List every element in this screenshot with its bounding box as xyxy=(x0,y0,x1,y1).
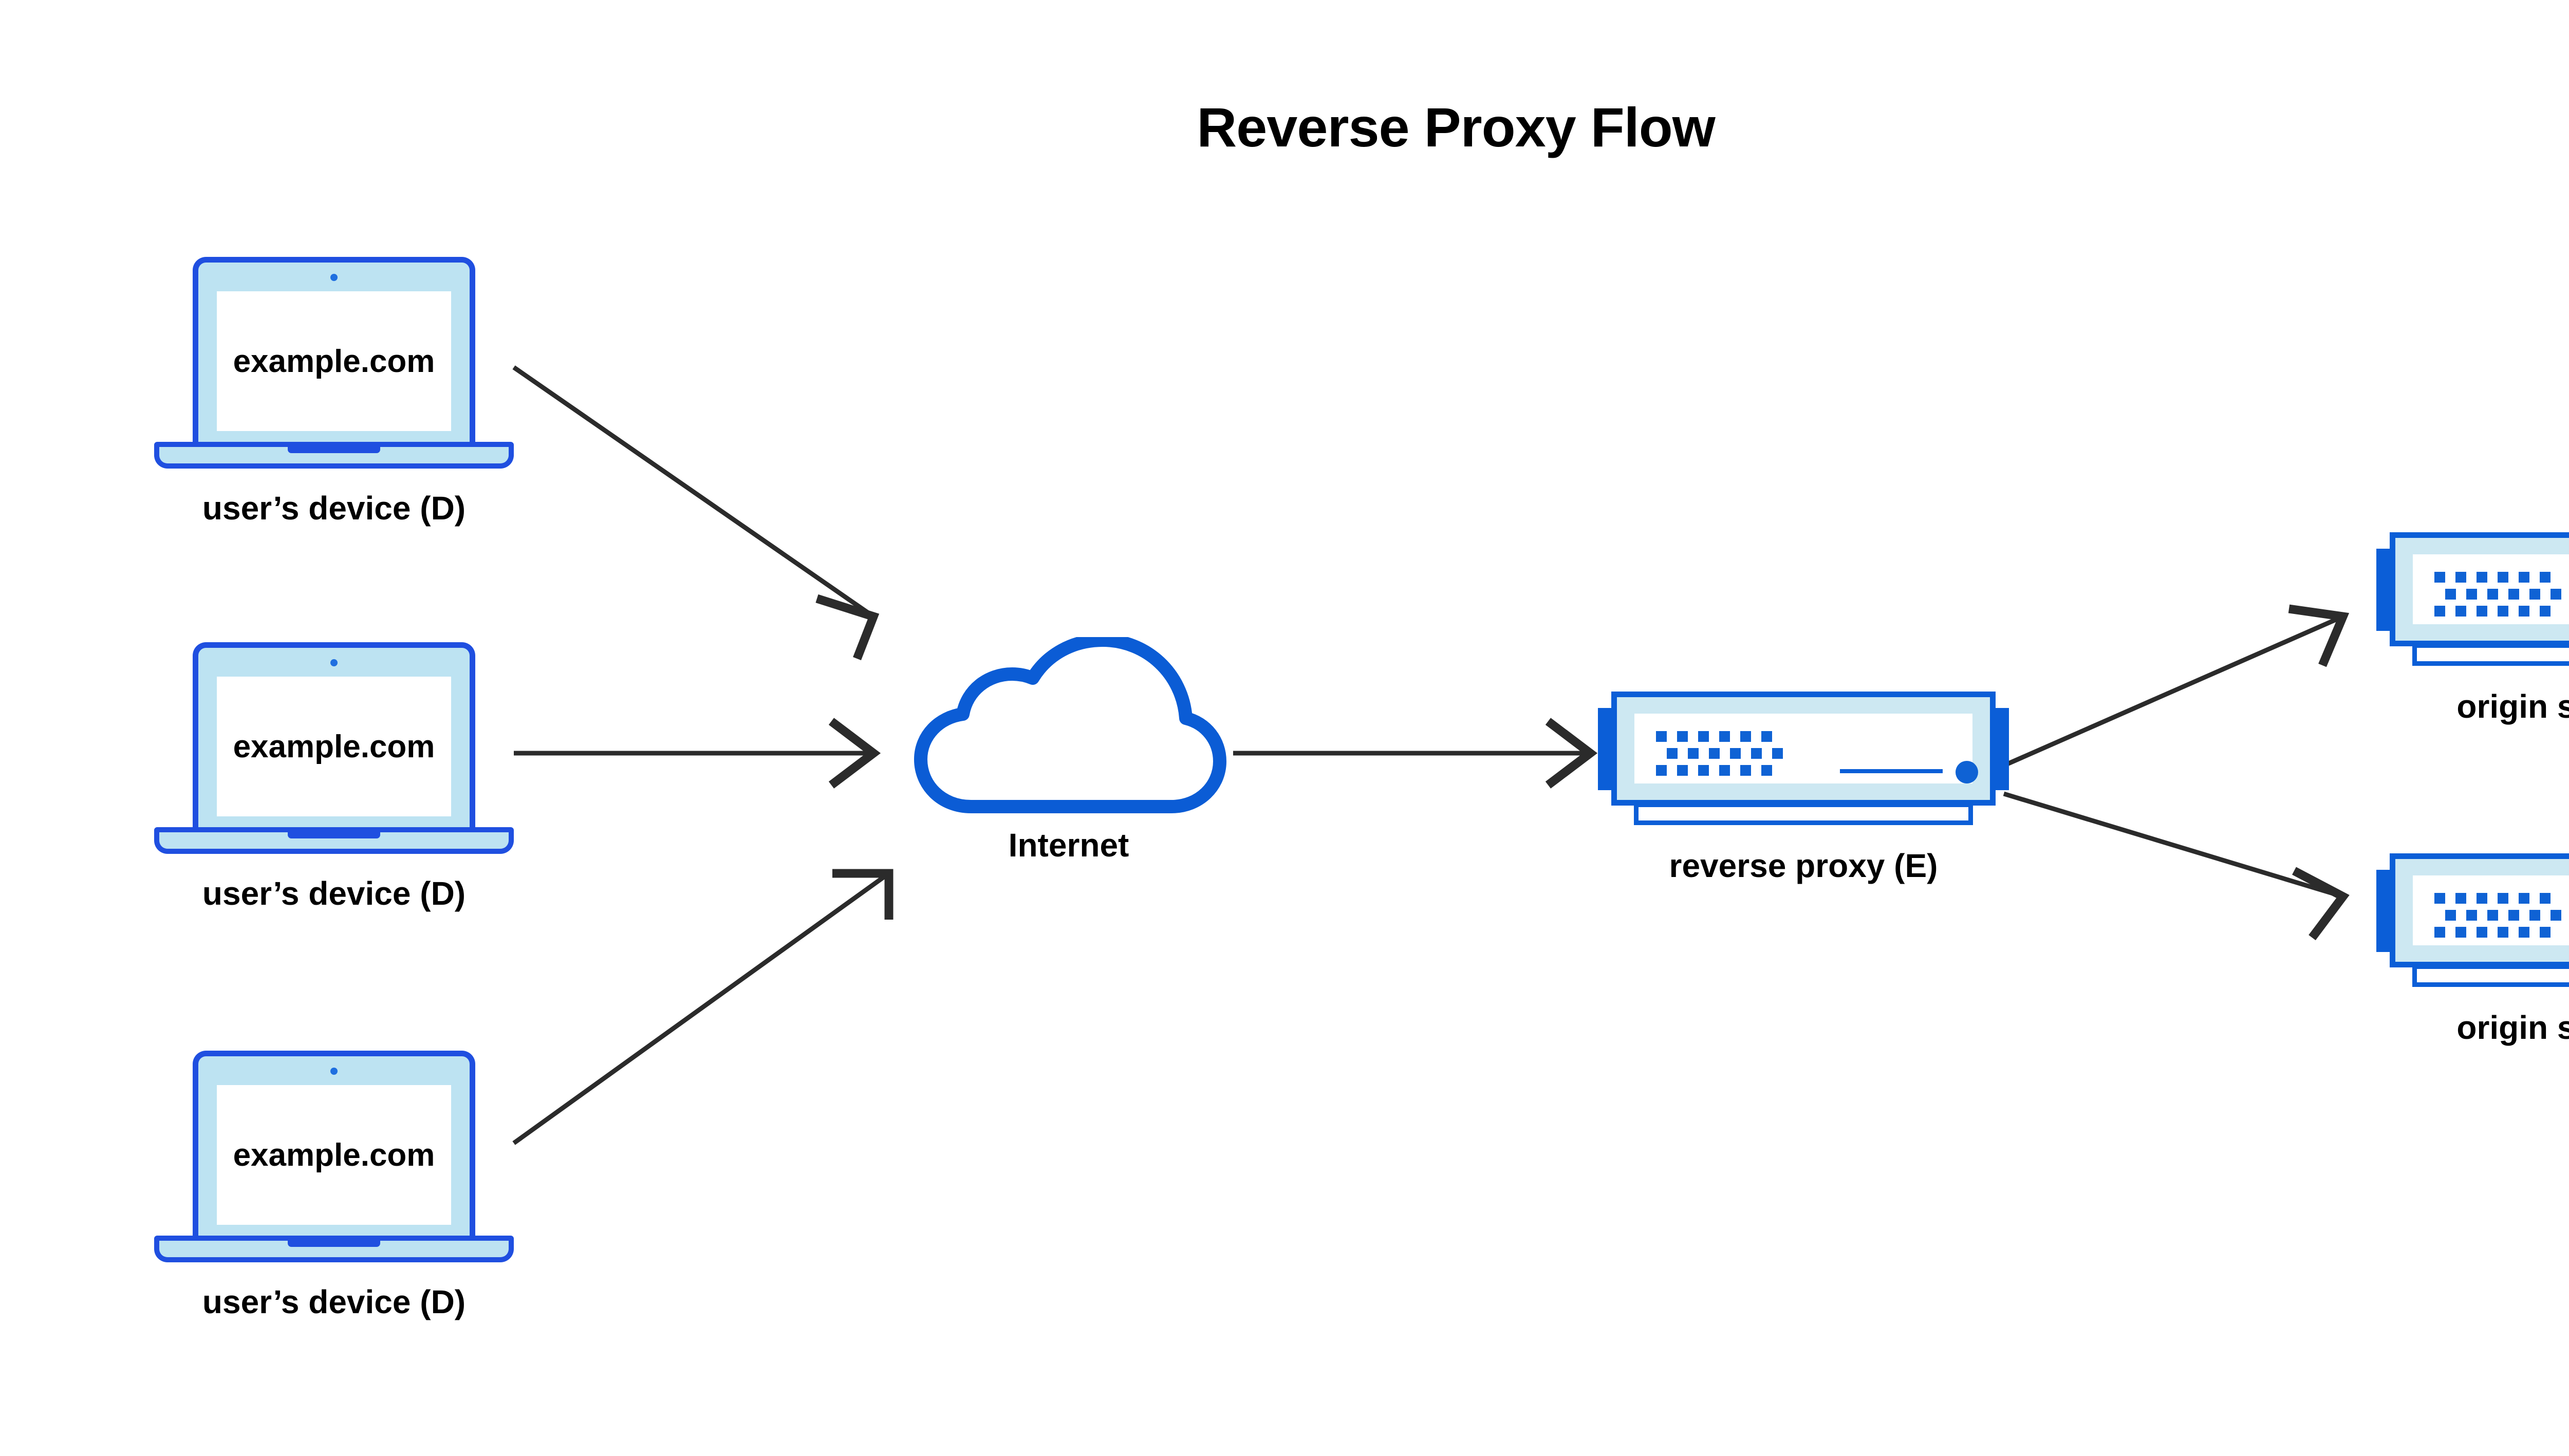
page-title: Reverse Proxy Flow xyxy=(1197,96,1715,158)
arrow-client2-internet xyxy=(514,718,881,789)
screen-url-text: example.com xyxy=(233,729,435,764)
server-wire xyxy=(1840,769,1943,773)
camera-icon xyxy=(330,1068,338,1075)
node-label-origin-server-2: origin server (F) xyxy=(2456,1009,2569,1046)
node-label-reverse-proxy: reverse proxy (E) xyxy=(1669,847,1938,884)
laptop-screen: example.com xyxy=(217,1085,451,1225)
node-user-device-2[interactable]: example.com user’s device (D) xyxy=(154,642,514,912)
arrow-proxy-origin2 xyxy=(2003,791,2350,941)
server-vent-grid xyxy=(2434,572,2561,623)
node-reverse-proxy[interactable]: reverse proxy (E) xyxy=(1598,683,2009,884)
node-label-user-device-1: user’s device (D) xyxy=(202,490,466,527)
arrow-client3-internet xyxy=(512,869,893,1145)
cloud-icon xyxy=(914,633,1226,813)
camera-icon xyxy=(330,274,338,281)
server-vent-grid xyxy=(1656,731,1783,782)
laptop-screen: example.com xyxy=(217,677,451,816)
laptop-screen: example.com xyxy=(217,291,451,431)
trackpad xyxy=(288,831,380,838)
node-origin-server-2[interactable]: origin server (F) xyxy=(2376,845,2569,1046)
laptop-base xyxy=(154,827,514,854)
node-user-device-3[interactable]: example.com user’s device (D) xyxy=(154,1051,514,1320)
server-foot xyxy=(1634,802,1973,825)
server-shell xyxy=(1611,692,1996,806)
server-foot xyxy=(2412,643,2569,666)
laptop-lid: example.com xyxy=(193,1051,475,1242)
server-vent-grid xyxy=(2434,893,2561,944)
arrow-proxy-origin1 xyxy=(2003,604,2350,768)
screen-url-text: example.com xyxy=(233,343,435,379)
laptop-lid: example.com xyxy=(193,642,475,833)
node-label-origin-server-1: origin server (F) xyxy=(2456,688,2569,725)
node-user-device-1[interactable]: example.com user’s device (D) xyxy=(154,257,514,527)
laptop-base xyxy=(154,442,514,469)
server-shell xyxy=(2390,532,2569,646)
screen-url-text: example.com xyxy=(233,1137,435,1173)
node-origin-server-1[interactable]: origin server (F) xyxy=(2376,524,2569,725)
laptop-base xyxy=(154,1236,514,1262)
trackpad xyxy=(288,1240,380,1247)
arrow-client1-internet xyxy=(512,365,880,661)
server-led-icon xyxy=(1956,761,1978,783)
node-label-user-device-3: user’s device (D) xyxy=(202,1283,466,1320)
server-panel xyxy=(2413,875,2569,945)
camera-icon xyxy=(330,659,338,666)
node-label-user-device-2: user’s device (D) xyxy=(202,875,466,912)
arrow-internet-proxy xyxy=(1233,718,1598,789)
server-panel xyxy=(2413,554,2569,624)
laptop-lid: example.com xyxy=(193,257,475,448)
trackpad xyxy=(288,446,380,453)
node-label-internet: Internet xyxy=(1008,827,1129,864)
server-foot xyxy=(2412,964,2569,987)
node-internet[interactable]: Internet xyxy=(909,633,1228,864)
server-panel xyxy=(1634,714,1978,783)
server-shell xyxy=(2390,853,2569,967)
